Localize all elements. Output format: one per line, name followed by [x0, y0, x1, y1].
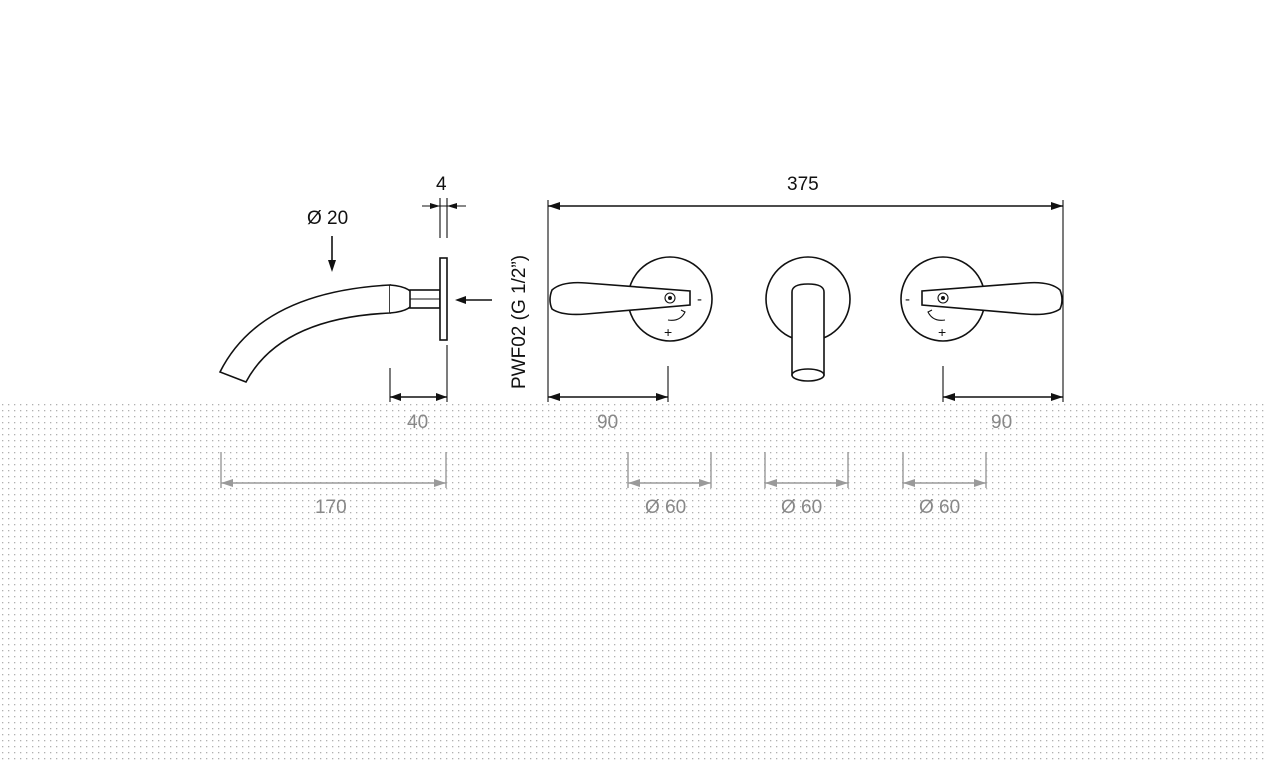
right-offset-label: 90 [991, 412, 1012, 433]
spout-diameter-dimension: Ø 20 [307, 208, 348, 272]
left-mixer-handle: - + [549, 256, 713, 342]
projection-dimension [389, 345, 448, 402]
right-handle-plus: + [938, 324, 946, 340]
total-width-dimension: 375 [547, 174, 1064, 402]
spout-diameter-label: Ø 20 [307, 208, 348, 229]
plate-thickness-label: 4 [436, 174, 447, 195]
center-plate-diameter-label: Ø 60 [781, 497, 822, 518]
connection-label: PWF02 (G 1/2”) [509, 255, 530, 389]
right-mixer-handle: - + [900, 256, 1063, 342]
center-plate-diameter-dimension: Ø 60 [764, 452, 849, 518]
right-plate-diameter-dimension: Ø 60 [902, 452, 987, 518]
left-offset-dimension [548, 366, 669, 402]
total-width-label: 375 [787, 174, 819, 195]
left-handle-minus: - [697, 291, 702, 308]
spout-length-dimension: 170 [220, 452, 447, 518]
spout-side-view [218, 257, 492, 384]
projection-label: 40 [407, 412, 428, 433]
plate-thickness-dimension: 4 [422, 174, 466, 238]
right-handle-minus: - [905, 291, 910, 308]
left-handle-plus: + [664, 324, 672, 340]
spout-length-label: 170 [315, 497, 347, 518]
right-offset-dimension [942, 366, 1063, 402]
left-offset-label: 90 [597, 412, 618, 433]
left-plate-diameter-label: Ø 60 [645, 497, 686, 518]
dotted-background [0, 402, 1264, 761]
center-spout-front [765, 256, 851, 382]
left-plate-diameter-dimension: Ø 60 [627, 452, 712, 518]
right-plate-diameter-label: Ø 60 [919, 497, 960, 518]
